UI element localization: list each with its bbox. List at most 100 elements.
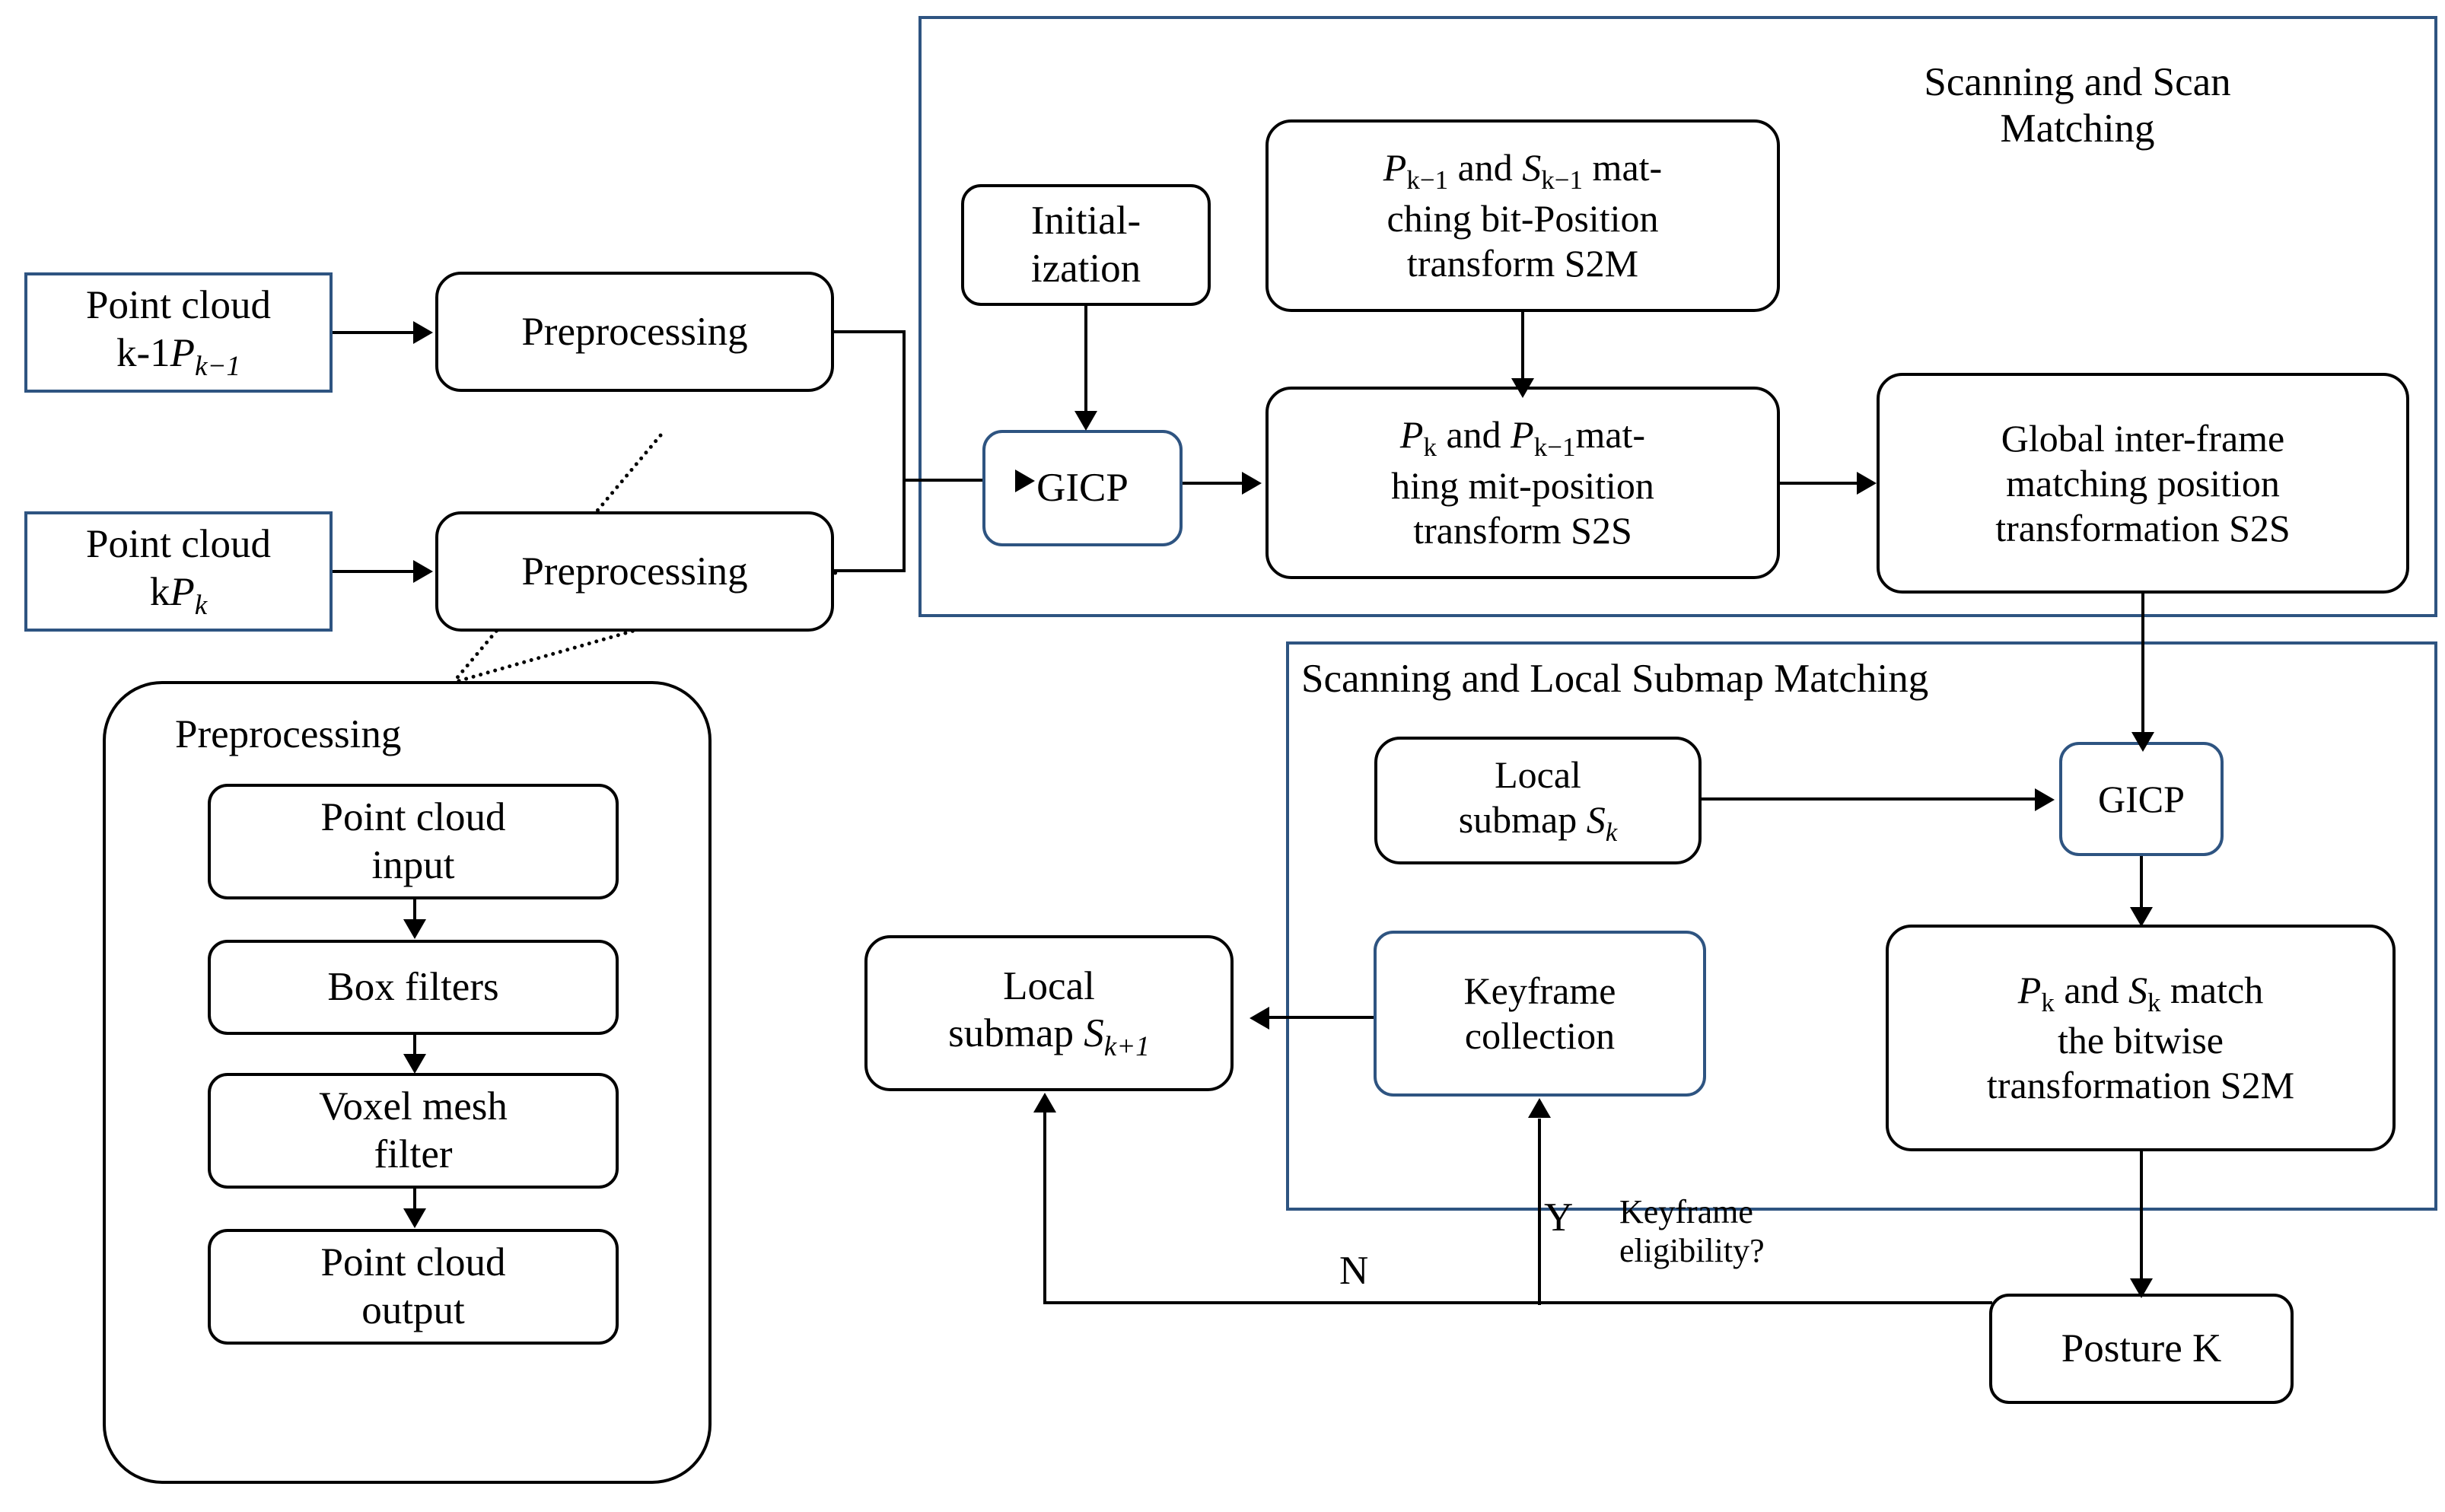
arrowhead-no-branch <box>1033 1093 1056 1113</box>
gicp-node-scan-matching-label: GICP <box>1036 466 1129 511</box>
edge-initialization-to-gicp <box>1084 306 1087 415</box>
panel-scanning-and-scan-matching <box>918 16 2437 617</box>
arrowhead-merge-to-gicp <box>1015 470 1035 492</box>
local-submap-k-line1: Local <box>1495 753 1581 797</box>
initialization-line1: Initial- <box>1030 199 1141 244</box>
input-point-cloud-k-minus-1: Point cloud k-1Pk−1 <box>24 272 333 393</box>
edge-s2m-to-s2s <box>1521 312 1524 388</box>
step-2-line1: Box filters <box>327 965 499 1010</box>
edge-step3-to-step4 <box>413 1189 416 1221</box>
edge-gicp-to-s2s <box>1183 482 1245 485</box>
keyframe-collection-line1: Keyframe <box>1463 969 1616 1012</box>
edge-posture-to-decision <box>1043 1301 1992 1304</box>
preprocessing-step-point-cloud-input: Point cloud input <box>208 784 619 899</box>
edge-global-to-gicp2 <box>2141 594 2144 746</box>
step-1-line1: Point cloud <box>320 795 506 840</box>
edge-local-submap-k-to-gicp2 <box>1702 797 2038 801</box>
preprocessing-step-box-filters: Box filters <box>208 940 619 1035</box>
arrowhead-step3-to-step4 <box>403 1208 426 1228</box>
local-submap-k-node: Local submap Sk <box>1374 737 1702 864</box>
local-submap-k-plus-1-line2: submap Sk+1 <box>948 1011 1150 1063</box>
local-submap-k-plus-1-node: Local submap Sk+1 <box>864 935 1234 1091</box>
edge-s2m-match-to-posture <box>2140 1151 2143 1292</box>
panel-scanning-and-local-submap-matching-title: Scanning and Local Submap Matching <box>1301 657 1929 701</box>
decision-label-yes: Y <box>1544 1195 1574 1240</box>
pk-sk-match-line2: the bitwise <box>2057 1019 2224 1062</box>
arrowhead-step2-to-step3 <box>403 1054 426 1074</box>
local-submap-k-plus-1-line1: Local <box>1003 963 1095 1008</box>
edge-yes-branch-up <box>1538 1119 1541 1305</box>
posture-k-node: Posture K <box>1989 1294 2294 1404</box>
edge-preprocessing2-right <box>833 569 906 572</box>
preprocessing-node-2: Preprocessing <box>435 511 834 632</box>
input-k-minus-1-line2: k-1Pk−1 <box>116 330 241 382</box>
global-interframe-line3: transformation S2S <box>1995 506 2291 549</box>
input-point-cloud-k: Point cloud kPk <box>24 511 333 632</box>
edge-preprocessing-merge-vertical <box>903 330 906 572</box>
edge-merge-to-gicp <box>903 479 1018 482</box>
arrowhead-step1-to-step2 <box>403 919 426 939</box>
arrowhead-initialization-to-gicp <box>1074 411 1097 431</box>
s2m-transform-line1: Pk−1 and Sk−1 mat- <box>1383 146 1663 196</box>
global-interframe-node: Global inter-frame matching position tra… <box>1877 373 2409 594</box>
arrowhead-gicp-to-s2s <box>1242 472 1262 495</box>
arrowhead-s2s-to-global <box>1857 472 1877 495</box>
input-k-minus-1-line1: Point cloud <box>86 283 271 328</box>
edge-preprocessing1-right <box>833 330 906 333</box>
panel-scanning-and-scan-matching-title: Scanning and Scan Matching <box>1924 60 2231 151</box>
pk-sk-match-node: Pk and Sk match the bitwise transformati… <box>1886 925 2396 1151</box>
gicp-node-scan-matching: GICP <box>982 430 1183 546</box>
decision-question-label: Keyframe eligibility? <box>1619 1193 1765 1269</box>
edge-s2s-to-global <box>1780 482 1860 485</box>
edge-step2-to-step3 <box>413 1035 416 1065</box>
decision-label-no: N <box>1339 1249 1369 1293</box>
arrowhead-s2m-match-to-posture <box>2130 1278 2153 1298</box>
edge-gicp2-to-s2m-match <box>2140 856 2143 921</box>
preprocessing-step-voxel-mesh-filter: Voxel mesh filter <box>208 1073 619 1189</box>
pk-sk-match-line1: Pk and Sk match <box>2017 968 2264 1017</box>
preprocessing-node-2-label: Preprocessing <box>521 549 748 594</box>
edge-no-branch-up <box>1043 1113 1046 1303</box>
edge-step1-to-step2 <box>413 899 416 931</box>
step-1-line2: input <box>371 843 455 887</box>
global-interframe-line1: Global inter-frame <box>2001 416 2285 460</box>
edge-input2-to-preprocessing2 <box>333 570 416 573</box>
arrowhead-keyframe-to-local-submap <box>1250 1007 1269 1030</box>
global-interframe-line2: matching position <box>2006 461 2280 505</box>
pk-sk-match-line3: transformation S2M <box>1986 1064 2295 1107</box>
keyframe-collection-line2: collection <box>1464 1014 1616 1057</box>
s2m-transform-line3: transform S2M <box>1406 241 1639 285</box>
arrowhead-input2-preprocessing2 <box>413 560 433 583</box>
preprocessing-node-1: Preprocessing <box>435 272 834 392</box>
initialization-line2: ization <box>1030 247 1141 291</box>
arrowhead-yes-branch <box>1528 1098 1551 1118</box>
preprocessing-node-1-label: Preprocessing <box>521 309 748 354</box>
step-3-line1: Voxel mesh <box>319 1084 508 1129</box>
step-4-line1: Point cloud <box>320 1240 506 1285</box>
gicp-node-submap-label: GICP <box>2098 777 2185 820</box>
s2m-transform-node: Pk−1 and Sk−1 mat- ching bit-Position tr… <box>1265 119 1780 312</box>
s2s-transform-line3: transform S2S <box>1413 508 1632 552</box>
posture-k-label: Posture K <box>2061 1326 2222 1371</box>
local-submap-k-line2: submap Sk <box>1458 798 1618 848</box>
arrowhead-gicp2-to-s2m-match <box>2130 907 2153 927</box>
preprocessing-step-point-cloud-output: Point cloud output <box>208 1229 619 1345</box>
arrowhead-s2m-to-s2s <box>1511 378 1534 398</box>
edge-keyframe-to-local-submap <box>1269 1016 1376 1019</box>
arrowhead-local-submap-k-to-gicp2 <box>2035 788 2055 811</box>
s2s-transform-node: Pk and Pk−1mat- hing mit-position transf… <box>1265 387 1780 579</box>
step-4-line2: output <box>361 1288 465 1332</box>
arrowhead-global-to-gicp2 <box>2131 732 2154 752</box>
s2s-transform-line2: hing mit-position <box>1391 463 1654 507</box>
edge-input1-to-preprocessing1 <box>333 331 416 334</box>
arrowhead-input1-preprocessing1 <box>413 321 433 344</box>
keyframe-collection-node: Keyframe collection <box>1374 931 1706 1097</box>
panel-scanning-and-local-submap-matching <box>1286 641 2437 1211</box>
initialization-node: Initial- ization <box>961 184 1211 306</box>
s2m-transform-line2: ching bit-Position <box>1386 196 1659 240</box>
s2s-transform-line1: Pk and Pk−1mat- <box>1399 413 1646 463</box>
input-k-line2: kPk <box>149 569 208 621</box>
input-k-line1: Point cloud <box>86 522 271 567</box>
step-3-line2: filter <box>374 1132 453 1176</box>
